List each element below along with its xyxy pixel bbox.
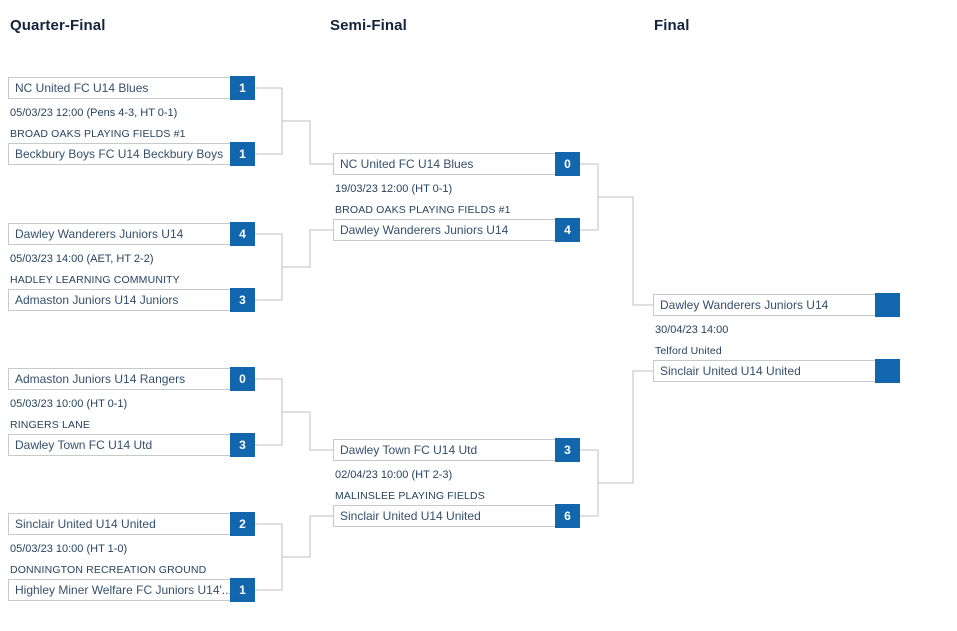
team-row: Dawley Town FC U14 Utd 3 bbox=[8, 433, 255, 457]
team-name-home[interactable]: Dawley Wanderers Juniors U14 bbox=[8, 223, 230, 245]
team-row: Beckbury Boys FC U14 Beckbury Boys 1 bbox=[8, 142, 255, 166]
score-away: 1 bbox=[230, 142, 255, 166]
team-name-away[interactable]: Highley Miner Welfare FC Juniors U14'... bbox=[8, 579, 230, 601]
team-name-home[interactable]: Sinclair United U14 United bbox=[8, 513, 230, 535]
team-row: Dawley Town FC U14 Utd 3 bbox=[333, 438, 580, 462]
match-date: 05/03/23 10:00 (HT 0-1) bbox=[10, 398, 128, 410]
score-home bbox=[875, 293, 900, 317]
team-row: Sinclair United U14 United 6 bbox=[333, 504, 580, 528]
team-row: Admaston Juniors U14 Rangers 0 bbox=[8, 367, 255, 391]
round-header-final: Final bbox=[654, 17, 690, 34]
team-name-home[interactable]: NC United FC U14 Blues bbox=[8, 77, 230, 99]
match-venue: RINGERS LANE bbox=[10, 419, 90, 431]
team-row: Sinclair United U14 United 2 bbox=[8, 512, 255, 536]
team-name-away[interactable]: Dawley Town FC U14 Utd bbox=[8, 434, 230, 456]
team-name-away[interactable]: Sinclair United U14 United bbox=[333, 505, 555, 527]
match-quarter-final-4: Sinclair United U14 United 2 05/03/23 10… bbox=[8, 512, 255, 602]
team-row: Dawley Wanderers Juniors U14 4 bbox=[333, 218, 580, 242]
match-date: 05/03/23 14:00 (AET, HT 2-2) bbox=[10, 253, 154, 265]
score-away: 6 bbox=[555, 504, 580, 528]
match-venue: DONNINGTON RECREATION GROUND bbox=[10, 564, 207, 576]
team-row: NC United FC U14 Blues 0 bbox=[333, 152, 580, 176]
team-name-away[interactable]: Admaston Juniors U14 Juniors bbox=[8, 289, 230, 311]
team-name-away[interactable]: Beckbury Boys FC U14 Beckbury Boys bbox=[8, 143, 230, 165]
match-quarter-final-3: Admaston Juniors U14 Rangers 0 05/03/23 … bbox=[8, 367, 255, 457]
score-away: 4 bbox=[555, 218, 580, 242]
team-row: Highley Miner Welfare FC Juniors U14'...… bbox=[8, 578, 255, 602]
team-row: Sinclair United U14 United bbox=[653, 359, 900, 383]
score-away: 3 bbox=[230, 288, 255, 312]
match-date: 30/04/23 14:00 bbox=[655, 324, 729, 336]
team-name-home[interactable]: Dawley Town FC U14 Utd bbox=[333, 439, 555, 461]
round-header-semi-final: Semi-Final bbox=[330, 17, 407, 34]
score-home: 4 bbox=[230, 222, 255, 246]
team-row: Dawley Wanderers Juniors U14 bbox=[653, 293, 900, 317]
team-row: NC United FC U14 Blues 1 bbox=[8, 76, 255, 100]
score-home: 0 bbox=[230, 367, 255, 391]
match-date: 05/03/23 12:00 (Pens 4-3, HT 0-1) bbox=[10, 107, 178, 119]
match-date: 19/03/23 12:00 (HT 0-1) bbox=[335, 183, 453, 195]
team-name-away[interactable]: Dawley Wanderers Juniors U14 bbox=[333, 219, 555, 241]
match-quarter-final-1: NC United FC U14 Blues 1 05/03/23 12:00 … bbox=[8, 76, 255, 166]
team-name-home[interactable]: Admaston Juniors U14 Rangers bbox=[8, 368, 230, 390]
team-row: Admaston Juniors U14 Juniors 3 bbox=[8, 288, 255, 312]
match-venue: HADLEY LEARNING COMMUNITY bbox=[10, 274, 180, 286]
team-name-away[interactable]: Sinclair United U14 United bbox=[653, 360, 875, 382]
match-semi-final-1: NC United FC U14 Blues 0 19/03/23 12:00 … bbox=[333, 152, 580, 242]
team-name-home[interactable]: Dawley Wanderers Juniors U14 bbox=[653, 294, 875, 316]
score-away bbox=[875, 359, 900, 383]
match-date: 02/04/23 10:00 (HT 2-3) bbox=[335, 469, 453, 481]
score-away: 1 bbox=[230, 578, 255, 602]
match-venue: MALINSLEE PLAYING FIELDS bbox=[335, 490, 485, 502]
match-date: 05/03/23 10:00 (HT 1-0) bbox=[10, 543, 128, 555]
score-home: 2 bbox=[230, 512, 255, 536]
match-final: Dawley Wanderers Juniors U14 30/04/23 14… bbox=[653, 293, 900, 383]
match-quarter-final-2: Dawley Wanderers Juniors U14 4 05/03/23 … bbox=[8, 222, 255, 312]
team-name-home[interactable]: NC United FC U14 Blues bbox=[333, 153, 555, 175]
match-venue: Telford United bbox=[655, 345, 722, 357]
score-away: 3 bbox=[230, 433, 255, 457]
score-home: 3 bbox=[555, 438, 580, 462]
match-venue: BROAD OAKS PLAYING FIELDS #1 bbox=[10, 128, 186, 140]
match-semi-final-2: Dawley Town FC U14 Utd 3 02/04/23 10:00 … bbox=[333, 438, 580, 528]
team-row: Dawley Wanderers Juniors U14 4 bbox=[8, 222, 255, 246]
match-venue: BROAD OAKS PLAYING FIELDS #1 bbox=[335, 204, 511, 216]
round-header-quarter-final: Quarter-Final bbox=[10, 17, 106, 34]
score-home: 1 bbox=[230, 76, 255, 100]
score-home: 0 bbox=[555, 152, 580, 176]
